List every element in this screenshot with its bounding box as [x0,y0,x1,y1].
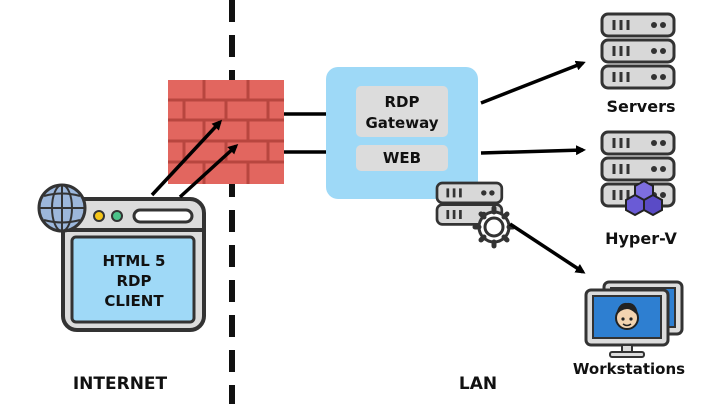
lan-label: LAN [459,374,497,394]
rdp-gateway-label-line-2: Gateway [365,114,438,132]
gateway-to-hyperv-arrow [480,145,586,156]
rdp-gateway-label-line-1: RDP [385,93,420,111]
client-label-line-2: RDP [117,272,152,290]
workstations-icon [584,280,684,358]
client-to-firewall-arrow-2 [178,143,239,199]
workstations-label: Workstations [573,360,685,378]
internet-label: INTERNET [73,374,168,394]
gateway-to-workstations-arrow [509,222,586,274]
client-label-line-3: CLIENT [104,292,164,310]
servers-label: Servers [607,97,676,116]
client-to-firewall-arrow-1 [150,119,223,197]
servers-icon [600,12,676,90]
web-box [356,145,448,171]
globe-icon [37,183,87,233]
client-label-line-1: HTML 5 [103,252,166,270]
hyperv-label: Hyper-V [605,229,677,248]
browser-window-icon [61,197,206,332]
cubes-icon [625,179,663,217]
gear-icon [472,205,516,249]
gateway-to-servers-arrow [480,60,586,105]
web-label: WEB [383,149,421,167]
rdp-gateway-box [356,86,448,137]
brick-firewall-icon [168,80,284,184]
